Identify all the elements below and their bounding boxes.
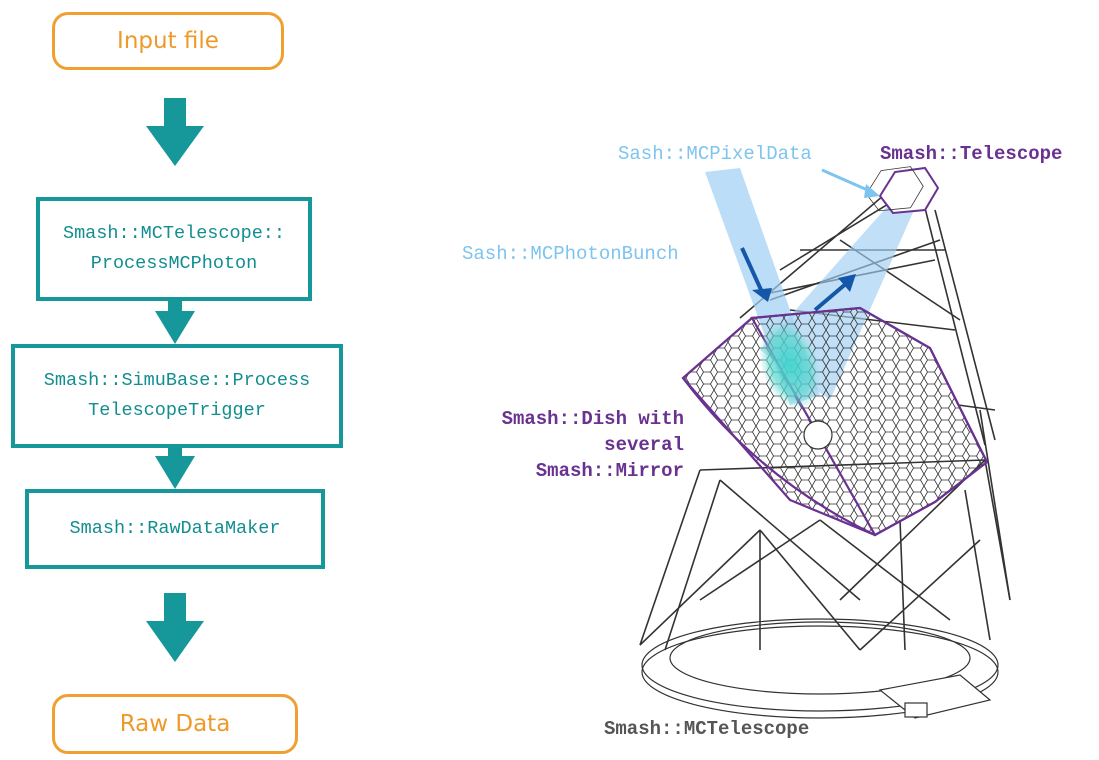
dish-center	[803, 420, 833, 450]
raw-data-node: Raw Data	[52, 694, 298, 754]
pixel-data-label: Sash::MCPixelData	[618, 143, 812, 165]
mc-telescope-label: Smash::MCTelescope	[604, 718, 810, 740]
incoming-photon-arrow-icon	[740, 247, 772, 302]
small-arrow-down-icon	[155, 298, 195, 344]
light-spot	[759, 321, 821, 409]
dish-label-line1: Smash::Dish with	[501, 408, 684, 430]
process-mc-photon-node: Smash::MCTelescope:: ProcessMCPhoton	[36, 197, 312, 301]
telescope-label: Smash::Telescope	[880, 143, 1063, 165]
raw-data-maker-node: Smash::RawDataMaker	[25, 489, 325, 569]
raw-data-label: Raw Data	[119, 711, 231, 737]
process-telescope-trigger-line1: Smash::SimuBase::Process	[43, 370, 311, 391]
camera-icon	[878, 166, 940, 215]
input-file-node: Input file	[52, 12, 284, 70]
process-telescope-trigger-line2: TelescopeTrigger	[88, 400, 266, 421]
mirror-dish	[681, 306, 989, 537]
dish-label-line3: Smash::Mirror	[535, 460, 684, 482]
dish-label-line2: several	[604, 434, 684, 456]
input-file-label: Input file	[117, 28, 219, 54]
process-telescope-trigger-node: Smash::SimuBase::Process TelescopeTrigge…	[11, 344, 343, 448]
process-mc-photon-line1: Smash::MCTelescope::	[62, 223, 286, 244]
big-arrow-down-icon	[146, 593, 204, 662]
raw-data-maker-label: Smash::RawDataMaker	[69, 518, 281, 539]
telescope-base	[641, 618, 999, 719]
pixel-data-pointer-icon	[821, 168, 880, 198]
small-arrow-down-icon	[155, 445, 195, 489]
process-mc-photon-line2: ProcessMCPhoton	[90, 253, 258, 274]
big-arrow-down-icon	[146, 98, 204, 166]
reflected-photon-arrow-icon	[813, 274, 856, 312]
photon-bunch-label: Sash::MCPhotonBunch	[462, 243, 679, 265]
